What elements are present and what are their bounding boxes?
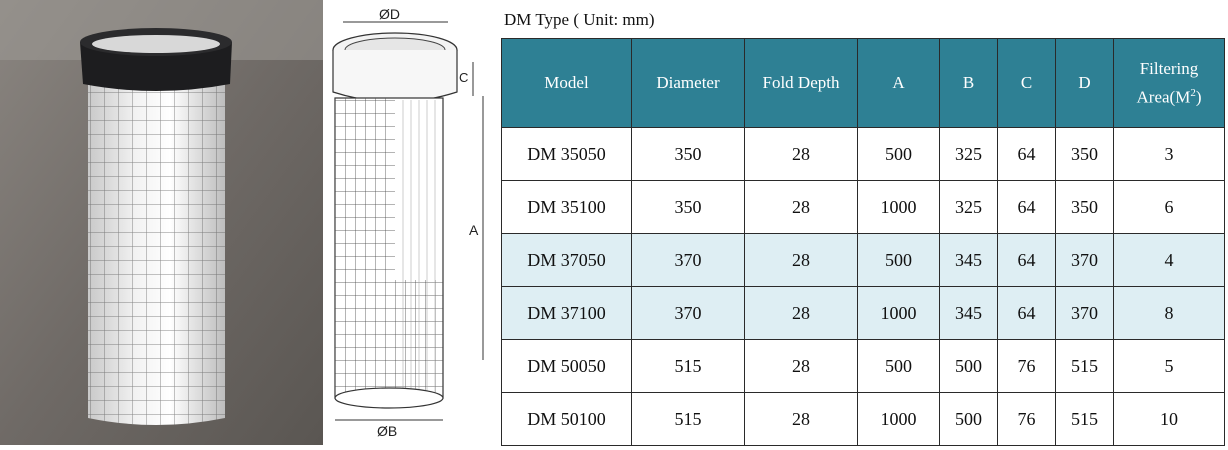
header-d: D xyxy=(1055,38,1114,128)
table-row: DM 50050 515 28 500 500 76 515 5 xyxy=(501,339,1225,393)
cell-model: DM 35100 xyxy=(501,180,632,234)
cell-c: 76 xyxy=(997,392,1056,446)
cell-a: 500 xyxy=(857,339,940,393)
cell-area: 10 xyxy=(1113,392,1225,446)
cell-model: DM 37050 xyxy=(501,233,632,287)
header-b: B xyxy=(939,38,998,128)
spec-table: Model Diameter Fold Depth A B C D Filter… xyxy=(501,38,1225,446)
cell-a: 1000 xyxy=(857,180,940,234)
cell-fold: 28 xyxy=(744,233,858,287)
table-row: DM 50100 515 28 1000 500 76 515 10 xyxy=(501,392,1225,446)
dim-a-label: A xyxy=(469,222,479,238)
cell-model: DM 37100 xyxy=(501,286,632,340)
header-fold-depth: Fold Depth xyxy=(744,38,858,128)
cell-d: 515 xyxy=(1055,392,1114,446)
cell-d: 515 xyxy=(1055,339,1114,393)
cell-c: 64 xyxy=(997,233,1056,287)
cell-area: 8 xyxy=(1113,286,1225,340)
cell-fold: 28 xyxy=(744,339,858,393)
cell-fold: 28 xyxy=(744,286,858,340)
cell-diameter: 350 xyxy=(631,180,745,234)
cell-c: 64 xyxy=(997,286,1056,340)
cell-diameter: 370 xyxy=(631,286,745,340)
cell-diameter: 515 xyxy=(631,392,745,446)
cell-fold: 28 xyxy=(744,180,858,234)
cell-diameter: 350 xyxy=(631,127,745,181)
table-row: DM 37100 370 28 1000 345 64 370 8 xyxy=(501,286,1225,340)
cell-b: 325 xyxy=(939,180,998,234)
header-filtering-area: Filtering Area(M2) xyxy=(1113,38,1225,128)
cell-model: DM 50050 xyxy=(501,339,632,393)
cell-model: DM 50100 xyxy=(501,392,632,446)
table-row: DM 35050 350 28 500 325 64 350 3 xyxy=(501,127,1225,181)
header-diameter: Diameter xyxy=(631,38,745,128)
cell-d: 370 xyxy=(1055,286,1114,340)
cell-a: 1000 xyxy=(857,392,940,446)
cell-d: 350 xyxy=(1055,180,1114,234)
cell-diameter: 370 xyxy=(631,233,745,287)
header-model: Model xyxy=(501,38,632,128)
dim-b-label: ØB xyxy=(377,423,397,439)
header-c: C xyxy=(997,38,1056,128)
spec-panel: DM Type ( Unit: mm) Model Diameter Fold … xyxy=(498,0,1228,446)
table-row: DM 37050 370 28 500 345 64 370 4 xyxy=(501,233,1225,287)
product-photo xyxy=(0,0,323,445)
cell-a: 1000 xyxy=(857,286,940,340)
cell-area: 3 xyxy=(1113,127,1225,181)
technical-drawing: ØD C A ØB xyxy=(323,0,498,445)
header-row: Model Diameter Fold Depth A B C D Filter… xyxy=(501,38,1225,128)
cell-a: 500 xyxy=(857,127,940,181)
header-area-close: ) xyxy=(1195,87,1202,107)
cell-model: DM 35050 xyxy=(501,127,632,181)
cell-d: 350 xyxy=(1055,127,1114,181)
cell-b: 345 xyxy=(939,286,998,340)
header-area-line2: Area(M xyxy=(1136,87,1191,107)
cell-d: 370 xyxy=(1055,233,1114,287)
cell-b: 345 xyxy=(939,233,998,287)
cell-c: 76 xyxy=(997,339,1056,393)
cell-diameter: 515 xyxy=(631,339,745,393)
header-area-sup: 2 xyxy=(1190,86,1196,99)
filter-diagram: ØD C A ØB xyxy=(332,6,484,439)
cell-c: 64 xyxy=(997,127,1056,181)
dim-d-label: ØD xyxy=(379,6,400,22)
cell-fold: 28 xyxy=(744,127,858,181)
table-row: DM 35100 350 28 1000 325 64 350 6 xyxy=(501,180,1225,234)
header-a: A xyxy=(857,38,940,128)
cell-area: 6 xyxy=(1113,180,1225,234)
cell-area: 5 xyxy=(1113,339,1225,393)
cell-b: 500 xyxy=(939,339,998,393)
cell-b: 500 xyxy=(939,392,998,446)
cell-area: 4 xyxy=(1113,233,1225,287)
header-area-line1: Filtering xyxy=(1139,58,1199,78)
dim-c-label: C xyxy=(459,70,468,85)
filter-cartridge-photo xyxy=(0,0,323,445)
cell-c: 64 xyxy=(997,180,1056,234)
cell-fold: 28 xyxy=(744,392,858,446)
cell-a: 500 xyxy=(857,233,940,287)
spec-title: DM Type ( Unit: mm) xyxy=(504,10,655,29)
cell-b: 325 xyxy=(939,127,998,181)
